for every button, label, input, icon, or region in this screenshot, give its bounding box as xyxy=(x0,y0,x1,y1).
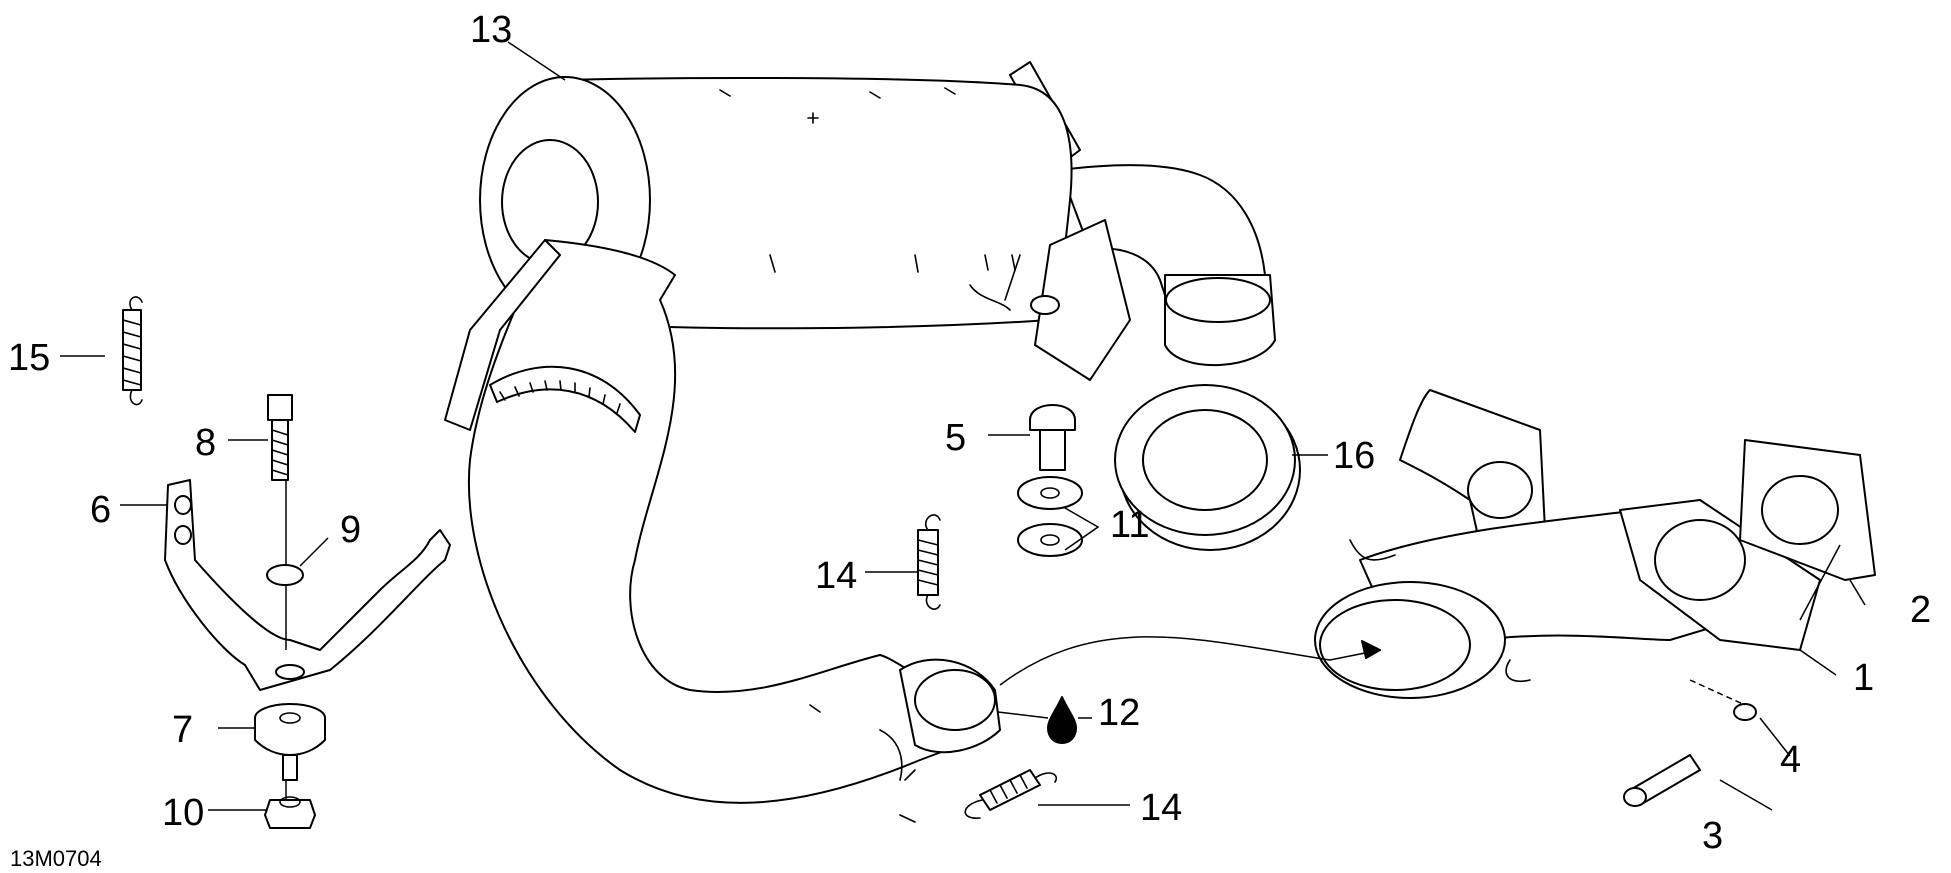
callout-5: 5 xyxy=(945,417,966,459)
screw-part xyxy=(1623,754,1701,807)
lock-washer-part xyxy=(1733,703,1757,721)
callout-16: 16 xyxy=(1333,435,1375,477)
adhesive-drop-icon xyxy=(1047,696,1077,744)
callout-8: 8 xyxy=(195,422,216,464)
flat-washer-upper-hole xyxy=(1040,487,1060,499)
callout-6: 6 xyxy=(90,489,111,531)
exhaust-gasket-part xyxy=(1739,439,1876,581)
callout-12: 12 xyxy=(1098,692,1140,734)
rubber-mount-part xyxy=(1029,404,1076,471)
flat-washer-lower xyxy=(1017,523,1083,557)
leader-lines xyxy=(60,41,1866,811)
exhaust-manifold-part xyxy=(1314,389,1821,699)
callout-3: 3 xyxy=(1702,815,1723,857)
spring-part-lower xyxy=(964,769,1057,819)
nut-part xyxy=(264,796,316,829)
spring-part-15 xyxy=(122,296,143,406)
callout-11: 11 xyxy=(1110,504,1149,546)
callout-14-upper: 14 xyxy=(815,555,857,597)
spring-part-upper xyxy=(917,514,941,610)
callout-14-lower: 14 xyxy=(1140,787,1182,829)
rubber-mount-7-part xyxy=(254,703,326,781)
sealing-ring-part xyxy=(1114,384,1301,551)
muffler-part xyxy=(479,61,1276,381)
lock-washer-9-part xyxy=(266,564,304,586)
callout-2: 2 xyxy=(1910,589,1931,631)
flat-washer-upper xyxy=(1017,476,1083,510)
bolt-part xyxy=(267,394,293,481)
callout-10: 10 xyxy=(162,792,204,834)
drawing-code: 13M0704 xyxy=(10,846,102,871)
bracket-part xyxy=(164,479,451,691)
callout-1: 1 xyxy=(1853,657,1874,699)
callout-15: 15 xyxy=(8,337,50,379)
flat-washer-lower-hole xyxy=(1040,534,1060,546)
callout-13: 13 xyxy=(470,9,512,51)
callout-9: 9 xyxy=(340,509,361,551)
callout-4: 4 xyxy=(1780,739,1801,781)
callout-7: 7 xyxy=(172,709,193,751)
header-pipe-part xyxy=(444,239,1001,823)
